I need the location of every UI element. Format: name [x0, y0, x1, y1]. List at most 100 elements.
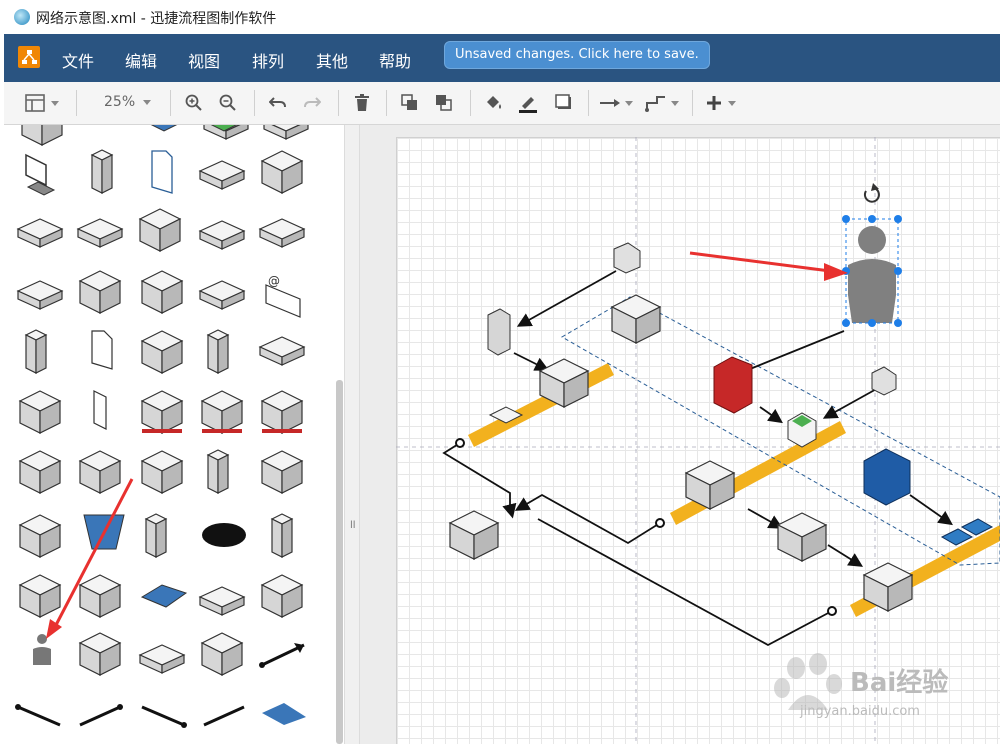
undo-button[interactable]: [266, 92, 290, 114]
shape-lock[interactable]: [79, 632, 121, 676]
shape-row-6: [19, 449, 303, 494]
shape-mobile[interactable]: [93, 390, 107, 430]
shape-mail[interactable]: @: [265, 274, 301, 318]
shape-lamp[interactable]: [145, 513, 167, 558]
to-back-button[interactable]: [432, 92, 456, 114]
app-logo-icon: [18, 46, 40, 68]
node-storage-blue[interactable]: [863, 448, 911, 506]
shape-cube-small[interactable]: [19, 514, 61, 558]
node-disk[interactable]: [488, 406, 524, 424]
shape-db[interactable]: [207, 449, 229, 494]
shape-page[interactable]: [91, 330, 113, 370]
zoom-out-button[interactable]: [216, 92, 240, 114]
shape-dome[interactable]: [141, 330, 183, 374]
menu-file[interactable]: 文件: [62, 52, 95, 71]
redo-button[interactable]: [300, 92, 324, 114]
shape-pillar[interactable]: [271, 513, 293, 558]
shape-mainframe[interactable]: [79, 450, 121, 494]
shape-router-cube[interactable]: [141, 270, 183, 314]
node-camera-2[interactable]: [871, 366, 897, 396]
shape-camera[interactable]: [259, 336, 305, 366]
menu-view[interactable]: 视图: [188, 52, 221, 71]
splitter-grip-icon: ll: [350, 520, 356, 531]
shape-slab[interactable]: [263, 125, 309, 140]
diagram-canvas[interactable]: [360, 125, 1000, 744]
shape-puzzle[interactable]: [261, 450, 303, 494]
node-switch[interactable]: [777, 512, 827, 562]
insert-button[interactable]: [702, 92, 740, 114]
shape-building[interactable]: [79, 574, 121, 618]
line-color-button[interactable]: [516, 92, 540, 114]
shape-server-red[interactable]: [261, 390, 303, 434]
format-panel-button[interactable]: [22, 92, 62, 114]
shape-arrow-line[interactable]: [203, 705, 245, 727]
rotate-handle-icon[interactable]: [863, 183, 880, 203]
panel-splitter[interactable]: ll: [345, 125, 360, 744]
selected-user-shape[interactable]: [842, 215, 902, 327]
shape-cylinder[interactable]: [25, 329, 47, 374]
shape-gauge[interactable]: [19, 390, 61, 434]
waypoints-button[interactable]: [642, 92, 682, 114]
shape-arrow-down-left[interactable]: [79, 704, 123, 727]
menu-extras[interactable]: 其他: [316, 52, 349, 71]
shape-server[interactable]: [91, 149, 113, 194]
shape-cube[interactable]: [21, 125, 63, 146]
node-mainframe[interactable]: [611, 294, 661, 344]
svg-text:@: @: [268, 274, 280, 288]
zoom-in-button[interactable]: [182, 92, 206, 114]
zoom-level[interactable]: 25%: [104, 94, 136, 110]
menu-help[interactable]: 帮助: [379, 52, 412, 71]
title-bar: 网络示意图.xml - 迅捷流程图制作软件: [0, 0, 1000, 34]
shape-hub[interactable]: [77, 218, 123, 248]
shape-firewall[interactable]: [139, 208, 181, 252]
node-datacenter[interactable]: [449, 510, 499, 560]
shape-tray[interactable]: [199, 586, 245, 616]
shape-monitor[interactable]: [25, 153, 56, 196]
shape-printer[interactable]: [259, 218, 305, 248]
shape-film[interactable]: [207, 329, 229, 374]
shape-document[interactable]: [151, 150, 173, 194]
shape-ups[interactable]: [261, 574, 303, 618]
annotation-arrow-sidebar: [46, 478, 134, 639]
watermark-url: jingyan.baidu.com: [800, 704, 920, 719]
insert-icon: [707, 96, 721, 110]
shape-octagon[interactable]: [19, 450, 61, 494]
shape-doc-stack[interactable]: [19, 574, 61, 618]
shape-user[interactable]: [33, 634, 51, 665]
shape-arrow-up[interactable]: [259, 643, 305, 668]
connection-button[interactable]: [598, 92, 634, 114]
shape-router[interactable]: [199, 160, 245, 190]
delete-icon: [355, 94, 369, 111]
shape-switch[interactable]: [17, 218, 63, 248]
node-database-red[interactable]: [713, 356, 753, 414]
undo-icon: [269, 97, 286, 108]
shape-gear[interactable]: [139, 644, 185, 674]
to-front-button[interactable]: [398, 92, 422, 114]
shape-tile-blue[interactable]: [262, 703, 306, 725]
shape-switch-grid[interactable]: [199, 280, 245, 310]
unsaved-changes-button[interactable]: Unsaved changes. Click here to save.: [444, 41, 710, 69]
menu-arrange[interactable]: 排列: [252, 52, 285, 71]
node-camera[interactable]: [613, 242, 641, 274]
shape-storage[interactable]: [141, 390, 183, 434]
menu-edit[interactable]: 编辑: [125, 52, 158, 71]
node-server[interactable]: [487, 308, 511, 356]
shape-box[interactable]: [261, 150, 303, 194]
shape-row-9: [33, 632, 305, 676]
delete-button[interactable]: [350, 92, 374, 114]
shape-modem[interactable]: [199, 220, 245, 250]
shape-bridge[interactable]: [17, 280, 63, 310]
line-color-icon: [519, 97, 537, 113]
sidebar-scrollbar[interactable]: [336, 380, 343, 744]
shape-library: @: [4, 125, 345, 744]
shape-storage-red[interactable]: [201, 390, 243, 434]
shape-disc[interactable]: [202, 523, 246, 547]
shape-pyramid[interactable]: [201, 632, 243, 676]
shape-globe-cube[interactable]: [79, 270, 121, 314]
fill-color-button[interactable]: [482, 92, 506, 114]
shape-arrow-down-right[interactable]: [15, 704, 61, 727]
shape-arrow-up-left[interactable]: [141, 705, 187, 728]
baidu-paw-icon: [774, 653, 842, 710]
shape-router-r[interactable]: [141, 450, 183, 494]
shadow-button[interactable]: [552, 92, 576, 114]
